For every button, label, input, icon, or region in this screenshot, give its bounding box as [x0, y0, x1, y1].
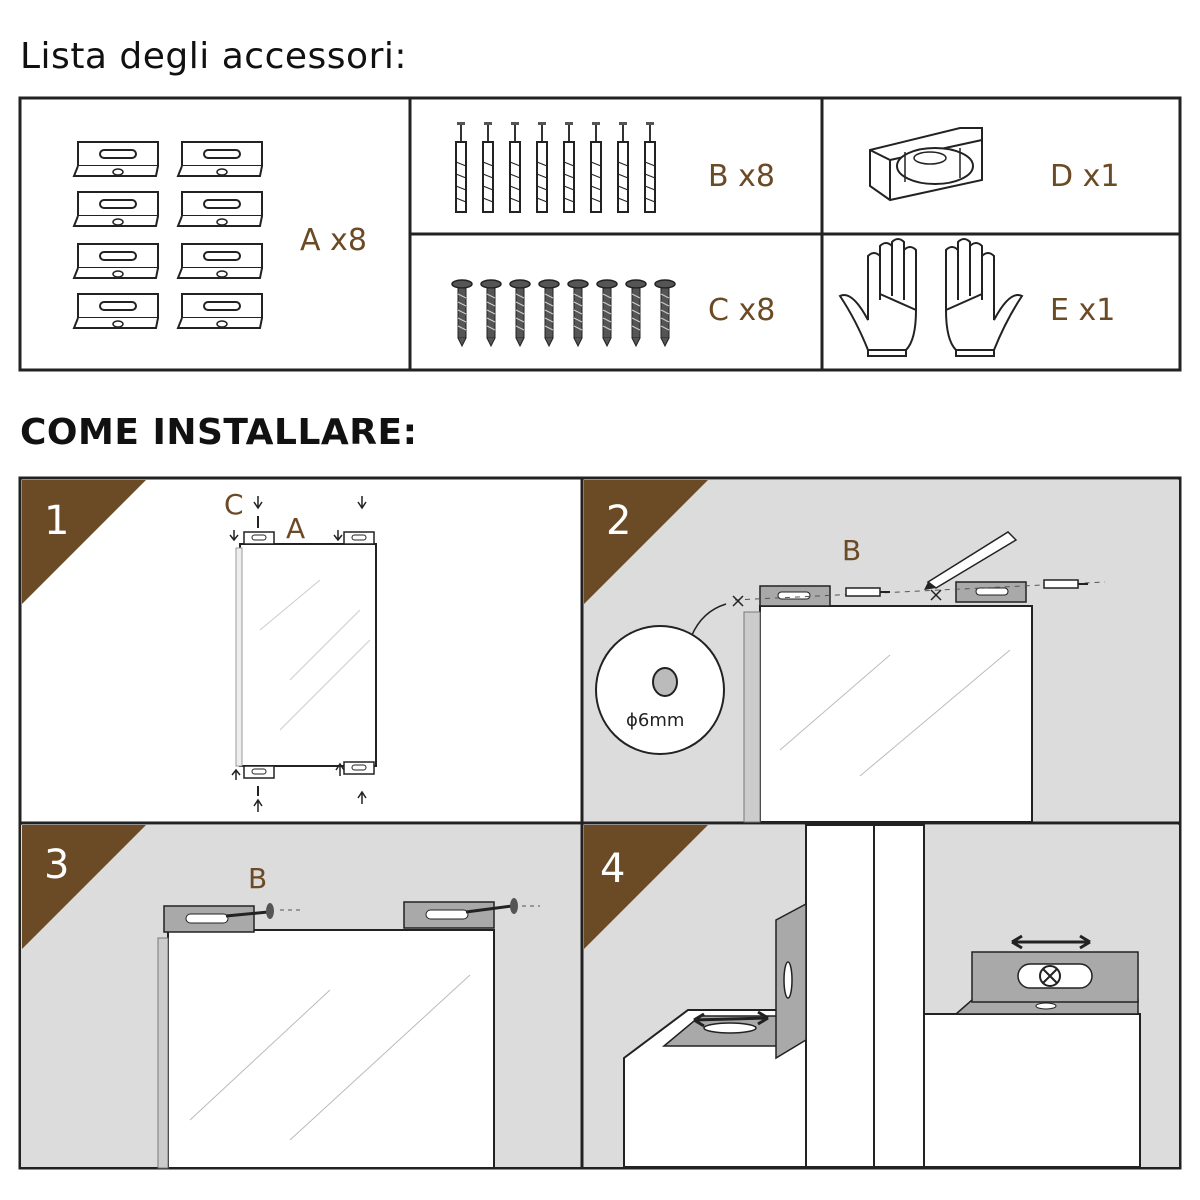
accessories-title: Lista degli accessori:: [20, 36, 407, 77]
step-2-hole-diameter: ϕ6mm: [626, 710, 684, 731]
accessory-e-label: E x1: [1050, 293, 1115, 328]
step-3-number: 3: [44, 842, 69, 888]
spirit-level-d: [869, 127, 983, 202]
step-1-illustration: [229, 496, 377, 812]
step-3-corner: 3: [22, 825, 146, 949]
step-4-number: 4: [600, 846, 625, 892]
accessory-b-label: B x8: [708, 159, 775, 194]
accessories-table: [18, 96, 1182, 372]
step-2-corner: 2: [584, 480, 708, 604]
step-1-label-c: C: [224, 488, 244, 521]
install-title: COME INSTALLARE:: [20, 412, 418, 453]
step-2-illustration: [595, 531, 1106, 823]
step-3-label-b: B: [248, 862, 267, 895]
step-2-number: 2: [606, 498, 631, 544]
step-1-number: 1: [44, 498, 69, 544]
step-4-corner: 4: [584, 825, 708, 949]
step-3-illustration: [157, 898, 540, 1169]
step-1-label-a: A: [286, 512, 305, 545]
step-2-label-b: B: [842, 534, 861, 567]
accessory-a-label: A x8: [300, 223, 367, 258]
step-4-illustration: [623, 824, 1141, 1168]
step-1-corner: 1: [22, 480, 146, 604]
accessory-c-label: C x8: [708, 293, 775, 328]
accessory-d-label: D x1: [1050, 159, 1119, 194]
